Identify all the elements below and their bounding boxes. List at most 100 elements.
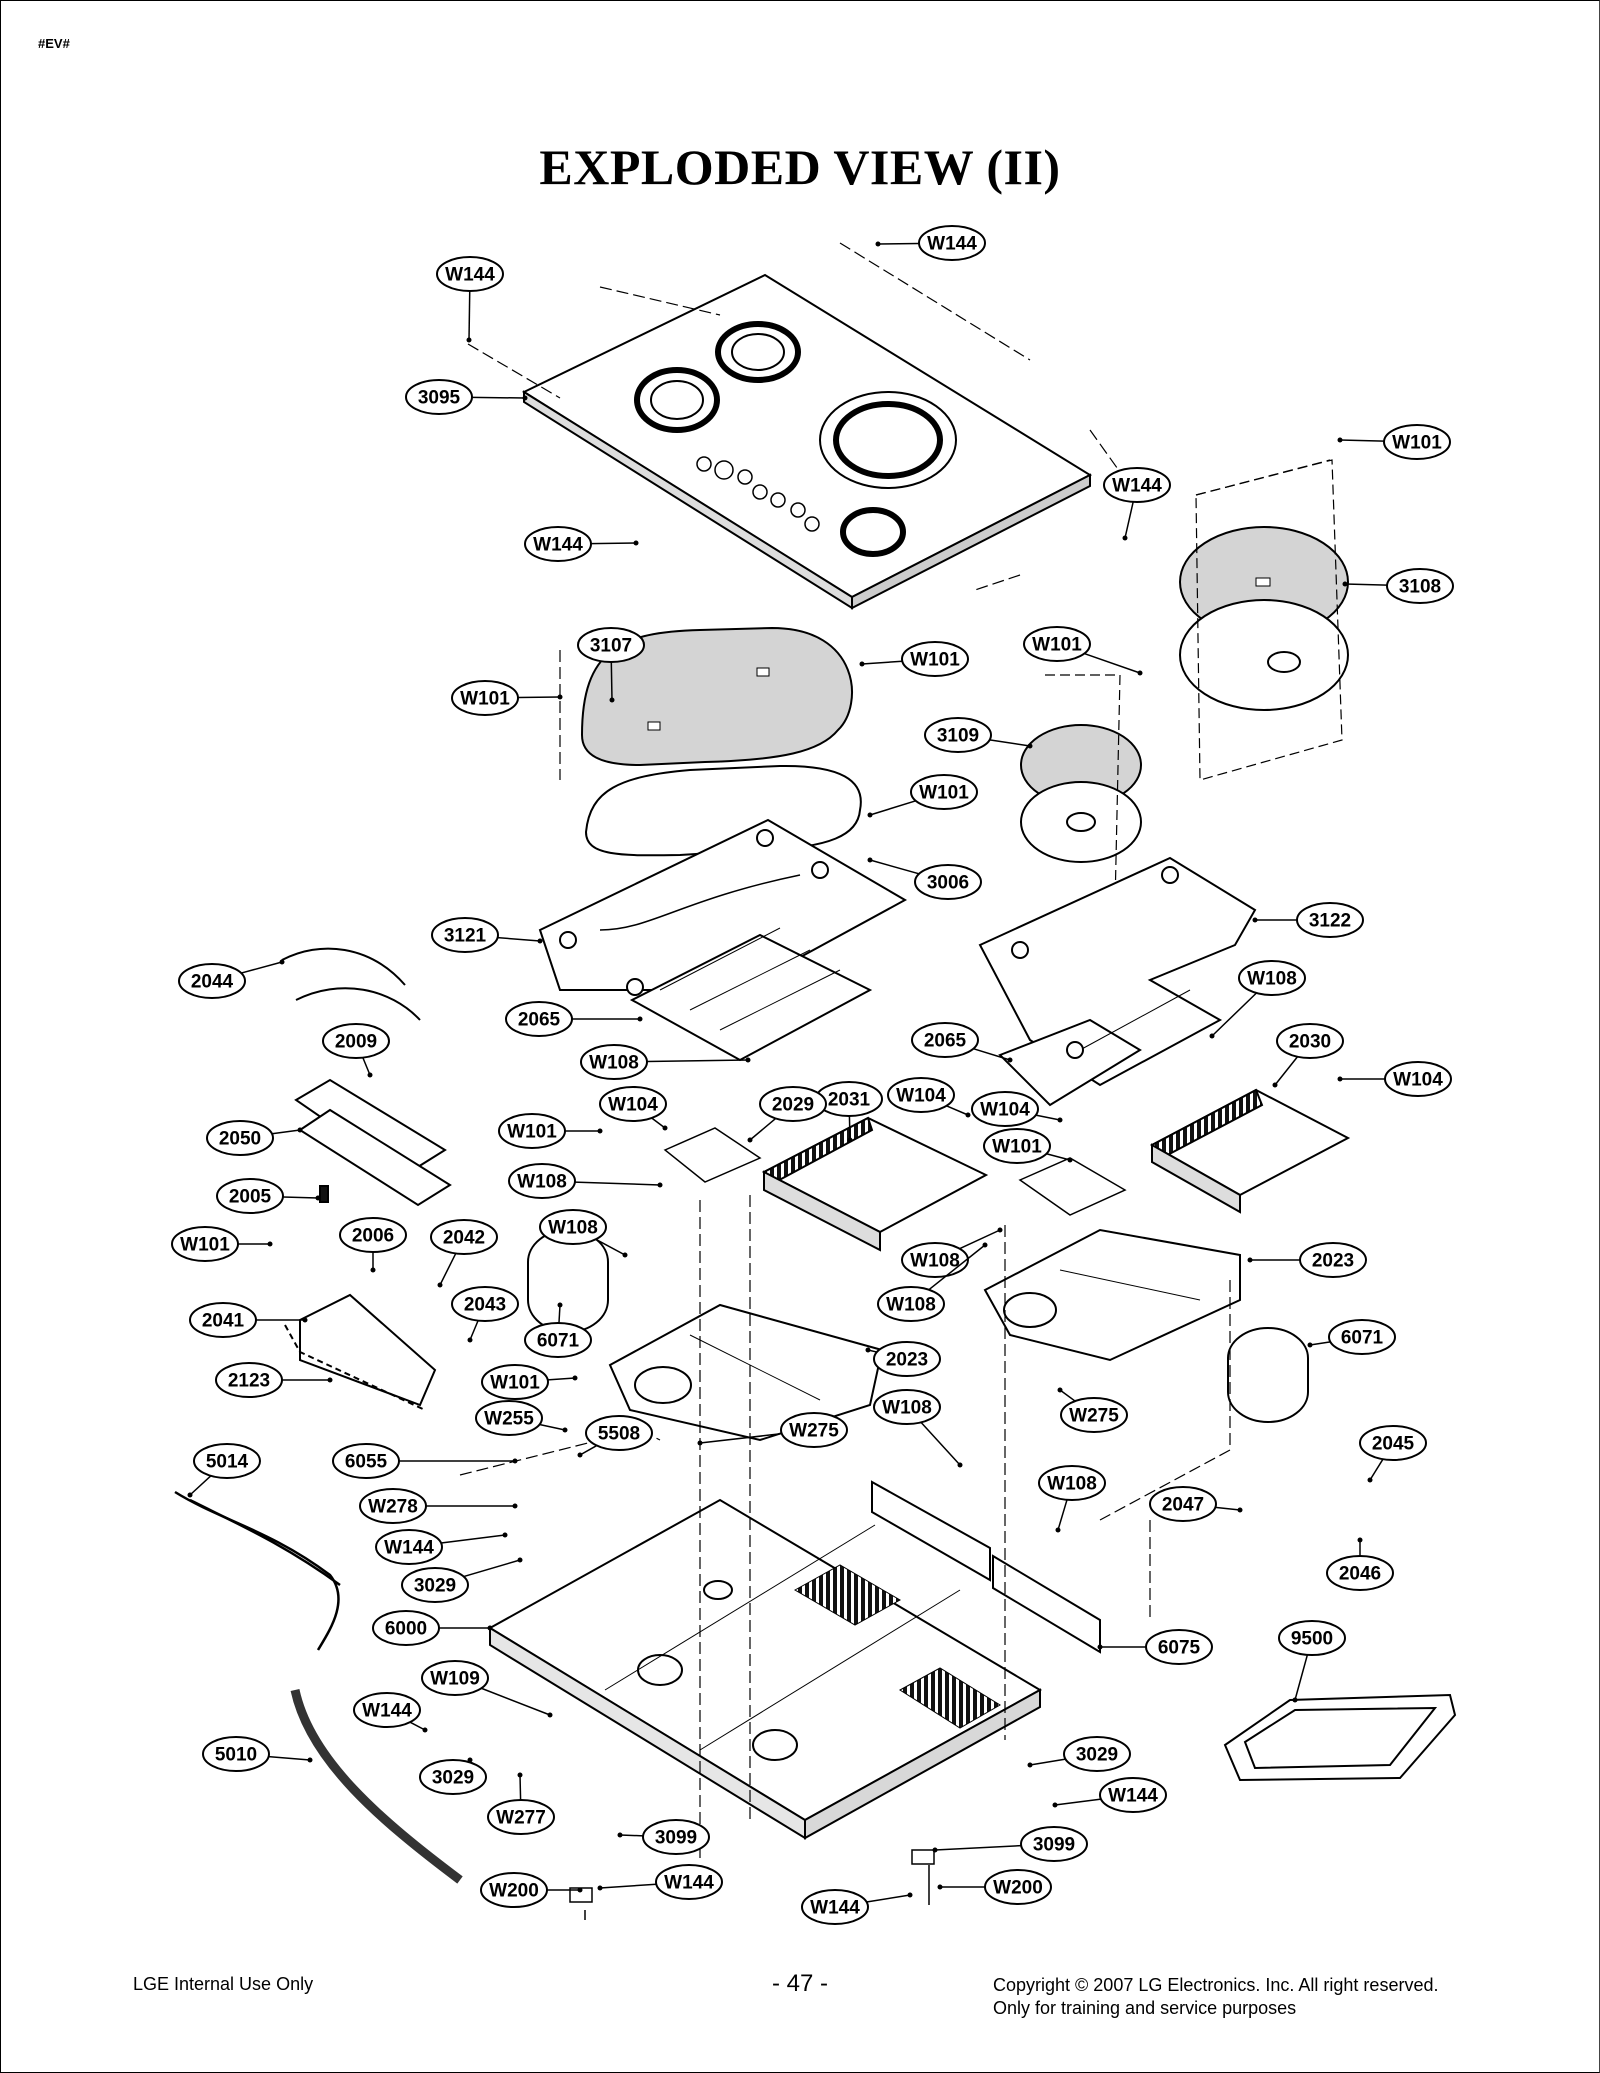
leader-dot — [279, 959, 285, 965]
leader-dot — [1247, 1257, 1253, 1263]
callout-6071: 6071 — [1307, 1319, 1396, 1355]
callout-w101: W101 — [867, 774, 978, 818]
fan-housing-left — [608, 1303, 884, 1442]
callout-label: W101 — [919, 783, 969, 804]
callout-bubble — [171, 1226, 239, 1262]
leader-dot — [315, 1195, 321, 1201]
leader-dot — [1307, 1342, 1313, 1348]
callout-bubble — [1023, 626, 1091, 662]
callout-label: W101 — [910, 650, 960, 671]
leader-dot — [633, 540, 639, 546]
callout-label: W101 — [992, 1137, 1042, 1158]
callout-5010: 5010 — [202, 1736, 313, 1772]
leader-dot — [867, 857, 873, 863]
callout-bubble — [901, 1242, 969, 1278]
leader-line — [989, 739, 1031, 747]
callout-bubble — [1326, 1555, 1394, 1591]
leader-line — [362, 1057, 371, 1076]
cooktop-glass — [521, 273, 1093, 610]
leader-dot — [662, 1125, 668, 1131]
callout-label: W101 — [1032, 635, 1082, 656]
callout-w275: W275 — [697, 1412, 848, 1448]
callout-w200: W200 — [937, 1869, 1052, 1905]
leader-line — [468, 290, 471, 341]
leader-dot — [597, 1128, 603, 1134]
callout-bubble — [1020, 1826, 1088, 1862]
callout-bubble — [524, 526, 592, 562]
callouts: W144W1443095W101W144W14431083107W101W101… — [171, 225, 1454, 1925]
page-number: - 47 - — [771, 1970, 828, 1997]
callout-label: W277 — [496, 1808, 546, 1829]
leader-line — [934, 1844, 1022, 1851]
leader-dot — [422, 1727, 428, 1733]
leader-dot — [487, 1625, 493, 1631]
wire-harness — [174, 1490, 463, 1884]
training-note: Only for training and service purposes — [993, 1998, 1297, 2018]
leader-dot — [1292, 1697, 1298, 1703]
callout-w144: W144 — [597, 1864, 723, 1900]
callout-label: 3029 — [1076, 1745, 1118, 1766]
callout-bubble — [202, 1736, 270, 1772]
leader-line — [189, 1475, 212, 1496]
leader-dot — [697, 1440, 703, 1446]
callout-label: 2023 — [886, 1350, 928, 1371]
callout-3099: 3099 — [932, 1826, 1088, 1862]
leader-line — [268, 1755, 311, 1761]
callout-3029: 3029 — [419, 1757, 487, 1795]
callout-label: W108 — [517, 1172, 567, 1193]
callout-label: W108 — [886, 1295, 936, 1316]
leader-dot — [1067, 1157, 1073, 1163]
callout-label: 2123 — [228, 1371, 270, 1392]
leader-dot — [1057, 1387, 1063, 1393]
griddle-tray — [1223, 1693, 1457, 1782]
callout-label: W144 — [362, 1701, 412, 1722]
leader-dot — [597, 1885, 603, 1891]
leader-dot — [1055, 1527, 1061, 1533]
callout-2123: 2123 — [215, 1362, 333, 1398]
callout-bubble — [1359, 1425, 1427, 1461]
control-housing — [284, 1293, 437, 1411]
callout-2046: 2046 — [1326, 1537, 1394, 1591]
leader-line — [517, 696, 561, 699]
leader-dot — [1342, 581, 1348, 587]
leader-line — [439, 1253, 457, 1286]
callout-bubble — [910, 774, 978, 810]
callout-w144: W144 — [353, 1692, 428, 1733]
leader-line — [973, 1048, 1011, 1061]
callout-bubble — [924, 717, 992, 753]
callout-5508: 5508 — [577, 1415, 653, 1458]
callout-bubble — [1276, 1023, 1344, 1059]
leader-dot — [1272, 1082, 1278, 1088]
leader-dot — [502, 1532, 508, 1538]
callout-bubble — [206, 1120, 274, 1156]
leader-dot — [547, 1712, 553, 1718]
fan-housing-right — [983, 1228, 1241, 1362]
callout-label: 5508 — [598, 1424, 640, 1445]
callout-bubble — [1328, 1319, 1396, 1355]
callout-w108: W108 — [877, 1242, 988, 1322]
callout-bubble — [873, 1389, 941, 1425]
callout-9500: 9500 — [1278, 1620, 1346, 1703]
dashed-guide-box — [1045, 459, 1343, 906]
leader-dot — [572, 1375, 578, 1381]
leader-line — [1369, 1458, 1384, 1481]
callout-bubble — [421, 1660, 489, 1696]
bottom-chassis — [488, 1498, 1043, 1840]
leader-line — [1059, 1389, 1076, 1402]
leader-line — [590, 542, 637, 545]
callout-w144: W144 — [1103, 467, 1171, 541]
leader-dot — [1027, 743, 1033, 749]
callout-bubble — [475, 1400, 543, 1436]
leader-line — [928, 1244, 986, 1291]
callout-label: 3029 — [414, 1576, 456, 1597]
callout-w101: W101 — [481, 1364, 578, 1400]
leader-dot — [1052, 1802, 1058, 1808]
callout-bubble — [1296, 902, 1364, 938]
leader-line — [1084, 652, 1141, 674]
leader-line — [471, 396, 526, 399]
callout-bubble — [984, 1869, 1052, 1905]
callout-3108: 3108 — [1342, 568, 1454, 604]
callout-2065: 2065 — [505, 1001, 643, 1037]
callout-label: W144 — [927, 234, 977, 255]
